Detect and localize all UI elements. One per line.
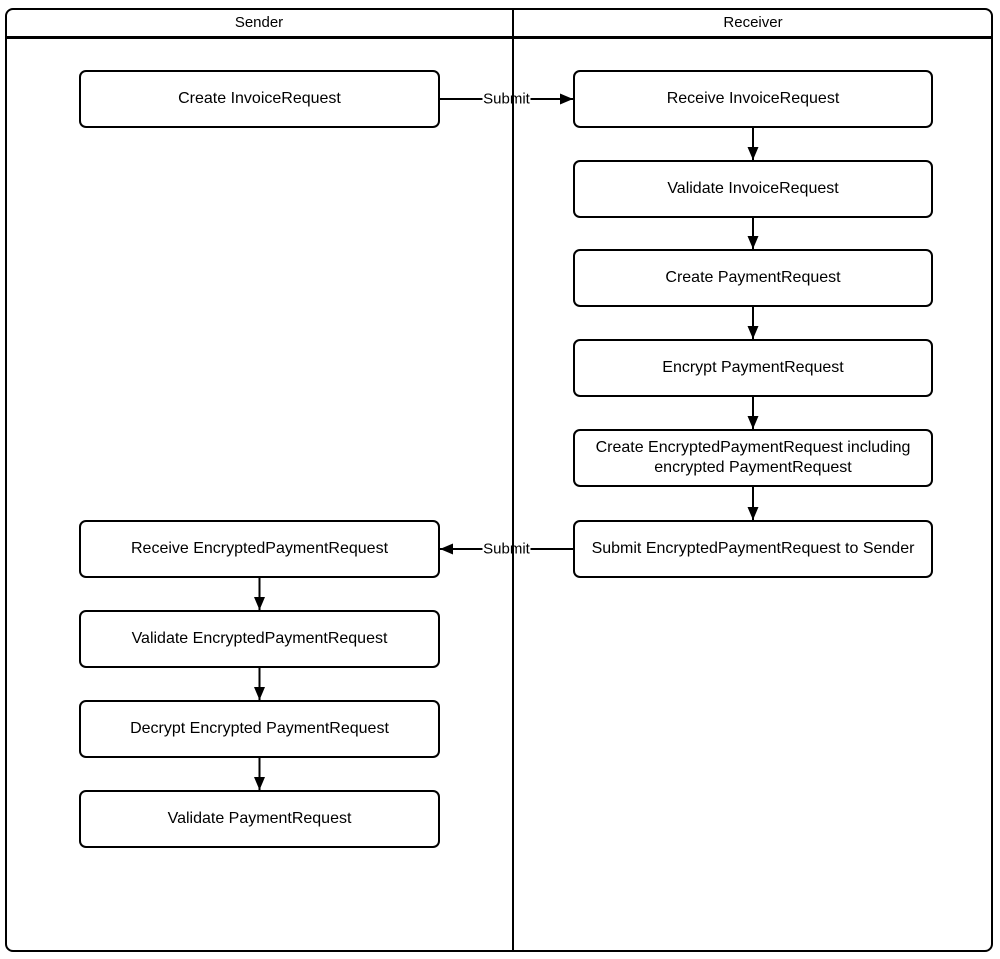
node-encrypt-payment-request: Encrypt PaymentRequest (573, 339, 933, 397)
edge-label-create-invoice-request-to-receive-invoice-request: Submit (483, 90, 530, 108)
node-decrypt-encrypted-payment-request: Decrypt Encrypted PaymentRequest (79, 700, 440, 758)
swimlane-frame (5, 8, 993, 952)
edge-label-submit-encrypted-payment-request-to-receive-encrypted-payment-request: Submit (483, 540, 530, 558)
node-create-encrypted-payment-request: Create EncryptedPaymentRequest including… (573, 429, 933, 487)
lane-title-sender: Sender (234, 13, 284, 31)
node-validate-invoice-request: Validate InvoiceRequest (573, 160, 933, 218)
node-validate-payment-request: Validate PaymentRequest (79, 790, 440, 848)
node-create-payment-request: Create PaymentRequest (573, 249, 933, 307)
lane-divider (512, 8, 514, 952)
node-validate-encrypted-payment-request: Validate EncryptedPaymentRequest (79, 610, 440, 668)
node-receive-invoice-request: Receive InvoiceRequest (573, 70, 933, 128)
lane-header-underline (5, 36, 993, 39)
lane-title-receiver: Receiver (723, 13, 783, 31)
node-submit-encrypted-payment-request: Submit EncryptedPaymentRequest to Sender (573, 520, 933, 578)
node-create-invoice-request: Create InvoiceRequest (79, 70, 440, 128)
node-receive-encrypted-payment-request: Receive EncryptedPaymentRequest (79, 520, 440, 578)
